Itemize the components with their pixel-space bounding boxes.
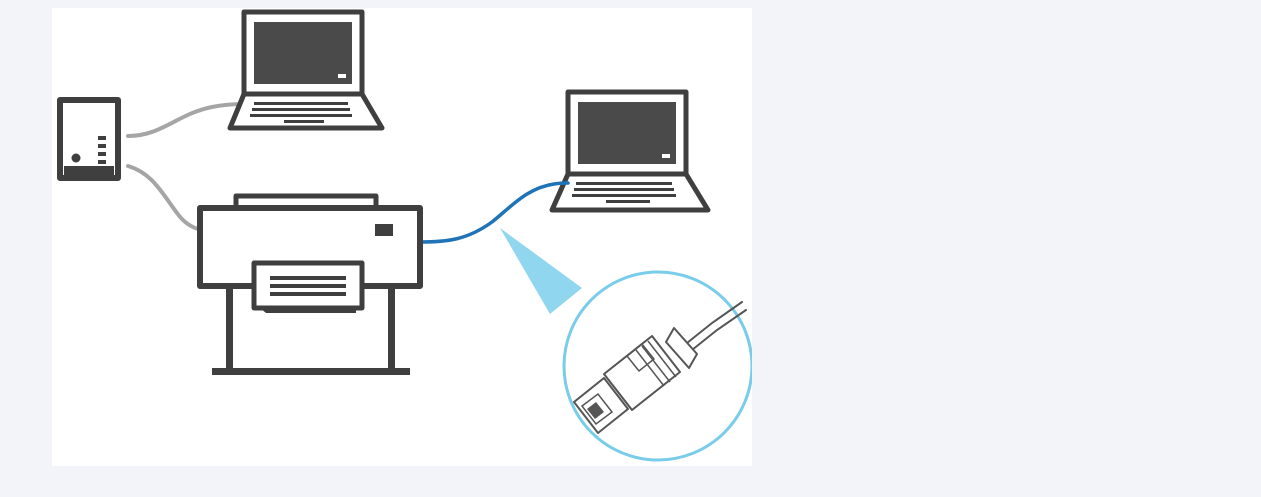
laptop-icon [230, 12, 382, 128]
usb-cable-printer-to-laptop [420, 183, 568, 242]
printer-icon [200, 196, 420, 375]
laptop-icon [552, 92, 708, 210]
usb-b-connector-callout [564, 272, 752, 460]
lan-cable-router-to-printer [128, 166, 202, 230]
router-icon [60, 100, 118, 178]
lan-cable-router-to-laptop [128, 104, 244, 136]
callout-pointer [500, 228, 582, 314]
diagram-canvas [52, 8, 752, 466]
usb-connection-diagram [52, 8, 752, 466]
